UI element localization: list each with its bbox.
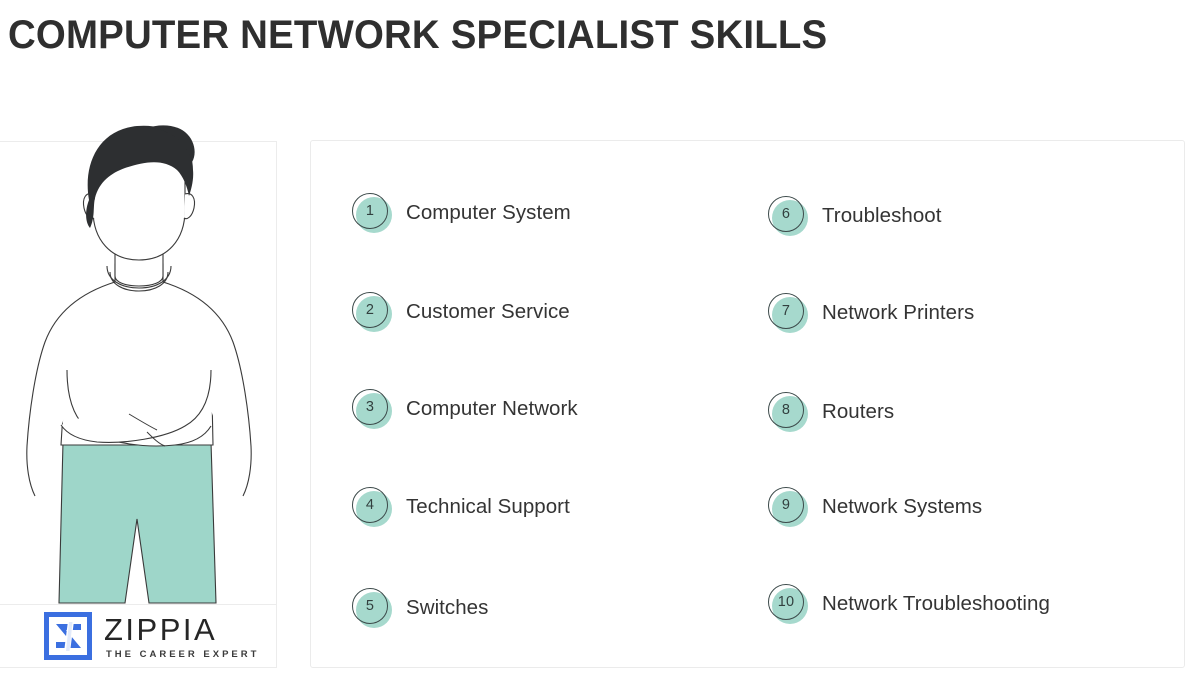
badge-ring [352, 587, 388, 624]
badge-ring [352, 486, 388, 523]
badge-ring [352, 291, 388, 328]
badge-number: 4 [365, 496, 375, 513]
skill-number-badge-5: 5 [352, 587, 393, 629]
page-title: COMPUTER NETWORK SPECIALIST SKILLS [8, 13, 828, 57]
skill-number-badge-8: 8 [768, 391, 809, 433]
skill-label: Computer System [406, 201, 571, 224]
skill-item-2[interactable]: 2 Customer Service [352, 287, 570, 337]
skill-number-badge-10: 10 [768, 583, 809, 625]
zippia-logo: ZIPPIA THE CAREER EXPERT [44, 612, 259, 660]
panel-divider [0, 604, 277, 605]
badge-number: 7 [781, 302, 791, 319]
skill-item-8[interactable]: 8 Routers [768, 387, 894, 437]
badge-number: 8 [781, 401, 791, 418]
skill-number-badge-9: 9 [768, 486, 809, 528]
skill-label: Switches [406, 596, 489, 619]
badge-ring [352, 388, 388, 425]
skill-item-9[interactable]: 9 Network Systems [768, 482, 982, 532]
badge-ring [768, 391, 804, 428]
skill-label: Troubleshoot [822, 204, 942, 227]
illustration-panel [0, 125, 277, 669]
zippia-z-logo-icon [44, 612, 92, 660]
badge-number: 5 [365, 597, 375, 614]
badge-ring [768, 292, 804, 329]
skill-label: Customer Service [406, 300, 570, 323]
zippia-wordmark: ZIPPIA [104, 612, 218, 648]
badge-number: 2 [365, 301, 375, 318]
zippia-tagline: THE CAREER EXPERT [106, 649, 260, 661]
badge-number: 10 [777, 593, 795, 610]
person-line-art-icon [26, 125, 252, 604]
skill-item-3[interactable]: 3 Computer Network [352, 384, 578, 434]
skill-item-10[interactable]: 10 Network Troubleshooting [768, 579, 1050, 629]
badge-number: 1 [365, 202, 375, 219]
skill-number-badge-6: 6 [768, 195, 809, 237]
skill-label: Routers [822, 400, 895, 423]
badge-ring [768, 195, 804, 232]
skill-label: Network Printers [822, 301, 975, 324]
skill-label: Network Systems [822, 495, 983, 518]
skill-number-badge-3: 3 [352, 388, 393, 430]
skill-number-badge-2: 2 [352, 291, 393, 333]
badge-ring [352, 192, 388, 229]
person-illustration [0, 125, 277, 669]
skill-label: Computer Network [406, 397, 578, 420]
skill-number-badge-4: 4 [352, 486, 393, 528]
badge-ring [768, 486, 804, 523]
skill-label: Network Troubleshooting [822, 592, 1050, 615]
skill-item-4[interactable]: 4 Technical Support [352, 482, 570, 532]
skills-card: 1 Computer System 2 Customer Service 3 C… [310, 140, 1185, 668]
badge-ring [768, 583, 804, 620]
skill-number-badge-7: 7 [768, 292, 809, 334]
skill-item-6[interactable]: 6 Troubleshoot [768, 191, 942, 241]
badge-number: 9 [781, 496, 791, 513]
skill-number-badge-1: 1 [352, 192, 393, 234]
skill-item-1[interactable]: 1 Computer System [352, 188, 571, 238]
skill-item-7[interactable]: 7 Network Printers [768, 288, 974, 338]
skill-label: Technical Support [406, 495, 570, 518]
skill-item-5[interactable]: 5 Switches [352, 583, 488, 633]
badge-number: 6 [781, 205, 791, 222]
badge-number: 3 [365, 398, 375, 415]
